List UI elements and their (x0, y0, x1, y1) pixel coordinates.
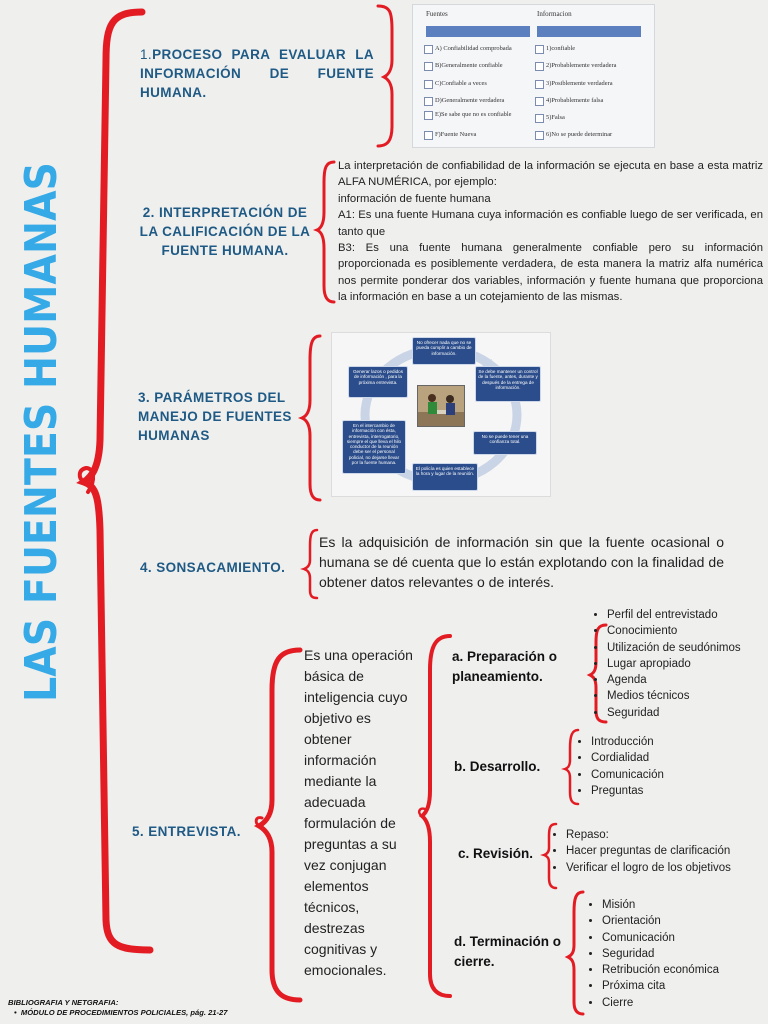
bibliography: BIBLIOGRAFIA Y NETGRAFIA: • MÓDULO DE PR… (8, 998, 228, 1018)
phase-d-list: Misión Orientación Comunicación Segurida… (586, 897, 719, 1011)
table-cell: 6)No se puede determinar (535, 131, 656, 140)
main-title: LAS FUENTES HUMANAS (16, 162, 67, 702)
phase-c-list: Repaso: Hacer preguntas de clarificación… (550, 827, 731, 876)
section-5-heading: 5. ENTREVISTA. (132, 824, 241, 839)
cycle-step-bottom: El policía es quien establece la hora y … (412, 463, 478, 491)
list-item: Próxima cita (602, 978, 719, 994)
list-item: Verificar el logro de los objetivos (566, 860, 731, 876)
list-item: Retribución económica (602, 962, 719, 978)
bibliography-title: BIBLIOGRAFIA Y NETGRAFIA: (8, 998, 119, 1007)
table-header-bar (537, 26, 641, 37)
table-cell: 1)confiable (535, 45, 656, 54)
table-cell: 3)Posiblemente verdadera (535, 80, 656, 89)
list-item: Seguridad (607, 705, 741, 721)
section-4-text: Es la adquisición de información sin que… (319, 534, 724, 590)
list-item: Utilización de seudónimos (607, 640, 741, 656)
parameters-cycle-diagram: No ofrecer nada que no se pueda cumplir … (331, 332, 551, 497)
table-header-bar (426, 26, 530, 37)
source-rating-table: Fuentes Informacion A) Confiabilidad com… (412, 4, 655, 148)
list-item: Lugar apropiado (607, 656, 741, 672)
list-item: Medios técnicos (607, 688, 741, 704)
cycle-step-left-bottom: En el intercambio de información con ést… (342, 420, 406, 474)
table-cell: 2)Probablemente verdadera (535, 62, 656, 71)
table-cell: E)Se sabe que no es confiable (424, 111, 525, 120)
table-cell: D)Generalmente verdadera (424, 97, 539, 106)
section-2-text: La interpretación de confiabilidad de la… (338, 158, 763, 306)
list-item: Hacer preguntas de clarificación (566, 843, 731, 859)
section-1-number: 1. (140, 47, 153, 62)
list-item: Cordialidad (591, 750, 664, 766)
vertical-title: LAS FUENTES HUMANAS (12, 160, 70, 705)
people-icon (418, 386, 464, 426)
section-2-line: A1: Es una fuente Humana cuya informació… (338, 209, 763, 238)
cycle-step-right-bottom: No se puede tener una confianza total. (473, 431, 537, 455)
list-item: Agenda (607, 672, 741, 688)
table-header-informacion: Informacion (537, 10, 572, 18)
cycle-step-left-top: Generar lazos o pedidos de información ,… (348, 366, 408, 398)
phase-b-label: b. Desarrollo. (454, 759, 541, 774)
table-cell: A) Confiabilidad comprobada (424, 45, 539, 54)
list-item: Perfil del entrevistado (607, 607, 741, 623)
section-1-title: PROCESO PARA EVALUAR LA INFORMACIÓN DE F… (140, 47, 374, 100)
list-item: Cierre (602, 995, 719, 1011)
bibliography-item: • MÓDULO DE PROCEDIMIENTOS POLICIALES, p… (14, 1008, 228, 1017)
table-cell: F)Fuente Nueva (424, 131, 539, 140)
phase-a-list: Perfil del entrevistado Conocimiento Uti… (591, 607, 741, 721)
list-item: Introducción (591, 734, 664, 750)
phase-b-list: Introducción Cordialidad Comunicación Pr… (575, 734, 664, 799)
list-item: Conocimiento (607, 623, 741, 639)
list-item: Orientación (602, 913, 719, 929)
section-3-heading: 3. PARÁMETROS DEL MANEJO DE FUENTES HUMA… (138, 390, 292, 443)
section-4-heading: 4. SONSACAMIENTO. (140, 560, 286, 575)
list-item: Seguridad (602, 946, 719, 962)
section-2-intro: La interpretación de confiabilidad de la… (338, 160, 763, 189)
table-cell: 4)Probablemente falsa (535, 97, 656, 106)
phase-d-label: d. Terminación o cierre. (454, 934, 562, 969)
section-5-text: Es una operación básica de inteligencia … (304, 647, 413, 978)
phase-c-label: c. Revisión. (458, 846, 534, 861)
table-cell: 5)Falsa (535, 114, 656, 123)
section-1-heading: 1.PROCESO PARA EVALUAR LA INFORMACIÓN DE… (140, 45, 374, 102)
table-cell: C)Confiable a veces (424, 80, 539, 89)
bibliography-item-text: MÓDULO DE PROCEDIMIENTOS POLICIALES, pág… (20, 1008, 228, 1017)
section-2-line: B3: Es una fuente humana generalmente co… (338, 242, 763, 304)
cycle-step-top: No ofrecer nada que no se pueda cumplir … (412, 337, 476, 365)
list-item: Comunicación (591, 767, 664, 783)
list-item: Repaso: (566, 827, 731, 843)
table-cell: B)Generalmente confiable (424, 62, 539, 71)
interview-photo (417, 385, 465, 427)
list-item: Comunicación (602, 930, 719, 946)
section-2-heading: 2. INTERPRETACIÓN DE LA CALIFICACIÓN DE … (139, 205, 311, 258)
section-2-line: información de fuente humana (338, 192, 491, 205)
table-header-fuentes: Fuentes (426, 10, 448, 18)
cycle-step-right-top: Se debe mantener un control de la fuente… (475, 366, 541, 402)
list-item: Misión (602, 897, 719, 913)
phase-a-label: a. Preparación o planeamiento. (452, 649, 558, 684)
list-item: Preguntas (591, 783, 664, 799)
